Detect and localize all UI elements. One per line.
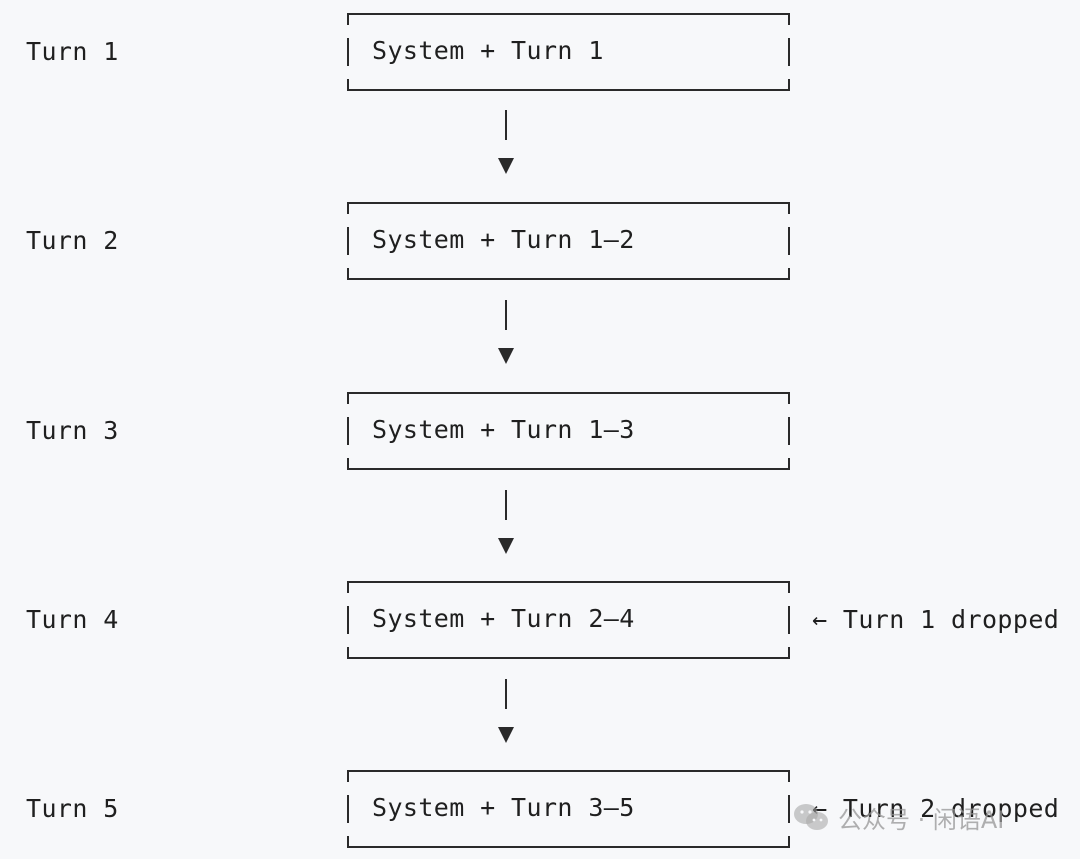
context-box-5: System + Turn 3–5 — [347, 770, 790, 848]
context-box-1: System + Turn 1 — [347, 13, 790, 91]
turn-label-4: Turn 4 — [26, 605, 119, 634]
dropped-note-4: ← Turn 1 dropped — [812, 605, 1060, 634]
context-box-3: System + Turn 1–3 — [347, 392, 790, 470]
turn-label-5: Turn 5 — [26, 794, 119, 823]
down-arrow-icon — [496, 300, 516, 370]
context-box-text-5: System + Turn 3–5 — [372, 793, 635, 822]
dropped-note-5: ← Turn 2 dropped — [812, 794, 1060, 823]
context-box-text-4: System + Turn 2–4 — [372, 604, 635, 633]
down-arrow-icon — [496, 110, 516, 180]
down-arrow-icon — [496, 490, 516, 560]
turn-label-2: Turn 2 — [26, 226, 119, 255]
context-box-text-2: System + Turn 1–2 — [372, 225, 635, 254]
down-arrow-icon — [496, 679, 516, 749]
context-box-text-3: System + Turn 1–3 — [372, 415, 635, 444]
context-box-4: System + Turn 2–4 — [347, 581, 790, 659]
turn-label-3: Turn 3 — [26, 416, 119, 445]
turn-label-1: Turn 1 — [26, 37, 119, 66]
context-box-2: System + Turn 1–2 — [347, 202, 790, 280]
context-box-text-1: System + Turn 1 — [372, 36, 604, 65]
